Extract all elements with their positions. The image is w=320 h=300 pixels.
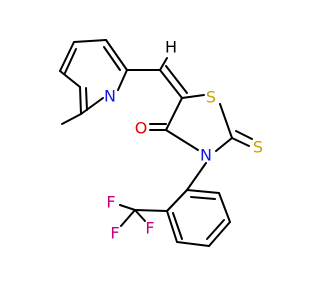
bond: [219, 103, 233, 139]
bond: [59, 41, 75, 72]
bond: [80, 97, 104, 115]
bond: [119, 204, 136, 211]
bond: [190, 196, 216, 200]
bond: [166, 210, 178, 243]
bond: [64, 48, 77, 74]
atom-f2: F: [145, 219, 154, 238]
bond: [165, 65, 188, 94]
atom-n-pyridine: N: [104, 87, 116, 106]
bond: [208, 221, 231, 247]
bond: [117, 69, 128, 91]
bond: [186, 162, 207, 191]
bond: [165, 97, 183, 131]
bond: [103, 46, 121, 71]
bond: [186, 189, 220, 194]
bond: [59, 70, 81, 88]
molecule-structure: H N S S O N F F F: [59, 38, 263, 247]
bond: [231, 137, 250, 147]
atom-s-thione: S: [253, 138, 263, 157]
bond: [73, 39, 107, 43]
bond: [120, 209, 136, 227]
bond: [134, 209, 146, 222]
atom-s-ring: S: [206, 88, 216, 107]
bond: [166, 189, 188, 212]
bond: [105, 39, 128, 71]
bond: [134, 209, 168, 212]
atom-labels: H N S S O N F F F: [104, 38, 263, 243]
atom-n-ring: N: [200, 146, 212, 165]
bond: [165, 129, 199, 151]
bond: [172, 212, 183, 240]
bond: [206, 219, 225, 240]
atom-o-carbonyl: O: [135, 119, 148, 138]
bond: [215, 137, 233, 152]
bond: [181, 94, 205, 99]
bond: [61, 113, 82, 125]
bond: [159, 69, 183, 99]
atom-f1: F: [106, 193, 115, 212]
bonds: [59, 39, 253, 247]
bond: [235, 130, 253, 140]
bond: [159, 57, 168, 71]
bond: [85, 87, 88, 111]
bond: [176, 241, 210, 247]
bond: [79, 86, 82, 115]
atom-f3: F: [110, 224, 119, 243]
atom-h: H: [165, 38, 177, 57]
bond: [218, 192, 231, 223]
